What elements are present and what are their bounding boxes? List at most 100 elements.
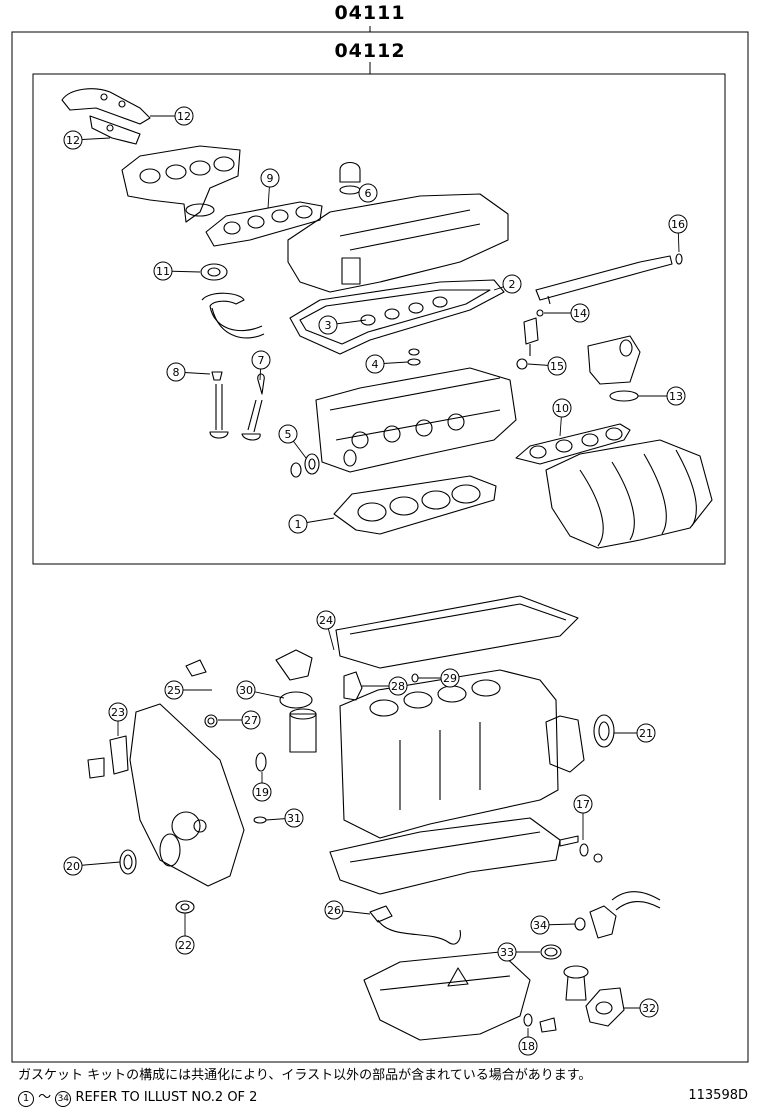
crank-front-seal-part (119, 849, 137, 875)
cylinder-head-part (315, 367, 517, 473)
callout-number: 19 (255, 786, 269, 799)
callout-c28: 28 (388, 676, 408, 696)
head-cover-gasket-part (289, 279, 505, 355)
callout-c34: 34 (530, 915, 550, 935)
callout-number: 10 (555, 402, 569, 415)
callout-circle (518, 1036, 538, 1056)
callout-circle (278, 424, 298, 444)
refer-text: REFER TO ILLUST NO.2 OF 2 (75, 1090, 258, 1105)
callout-c23: 23 (108, 702, 128, 722)
callout-circle (63, 856, 83, 876)
callout-number: 2 (509, 278, 516, 291)
valve-part (241, 373, 265, 441)
callout-number: 7 (258, 354, 265, 367)
callout-circle (358, 183, 378, 203)
oil-pan-upper-part (329, 817, 561, 895)
callout-c3: 3 (318, 315, 338, 335)
callout-circle (668, 214, 688, 234)
pcv-valve-part (523, 309, 544, 356)
oil-filler-cap-part (339, 161, 361, 195)
callout-circle (260, 168, 280, 188)
callout-c32: 32 (639, 998, 659, 1018)
callout-number: 31 (287, 812, 301, 825)
thermostat-gasket-part (540, 944, 562, 960)
callout-c1: 1 (288, 514, 308, 534)
water-pump-part (275, 649, 317, 753)
callout-circle (153, 261, 173, 281)
callout-number: 17 (576, 798, 590, 811)
oil-pressure-sensor-part (185, 659, 212, 691)
callout-c21: 21 (636, 723, 656, 743)
callout-number: 27 (244, 714, 258, 727)
callout-c6: 6 (358, 183, 378, 203)
callout-number: 18 (521, 1040, 535, 1053)
range-end: 34 (57, 1094, 70, 1104)
callout-circle (636, 723, 656, 743)
callout-circle (530, 915, 550, 935)
exhaust-manifold-gasket-part (205, 201, 323, 247)
callout-number: 11 (156, 265, 170, 278)
o-ring-19-part (255, 752, 267, 772)
oil-strainer-part (369, 905, 461, 945)
callout-c2: 2 (502, 274, 522, 294)
callout-number: 16 (671, 218, 685, 231)
callout-circle (63, 130, 83, 150)
spark-plug-tube-gasket-part (360, 296, 448, 326)
callout-c10: 10 (552, 398, 572, 418)
callout-c27: 27 (241, 710, 261, 730)
callout-number: 8 (173, 366, 180, 379)
thermostat-part (563, 965, 589, 1001)
callout-c18: 18 (518, 1036, 538, 1056)
callout-circle (252, 782, 272, 802)
callout-circle (324, 900, 344, 920)
water-inlet-gasket-part (343, 671, 363, 701)
callout-c9: 9 (260, 168, 280, 188)
callout-number: 9 (267, 172, 274, 185)
callout-circle (388, 676, 408, 696)
drain-plug-gasket-part (175, 900, 195, 914)
figure-code: 113598D (688, 1088, 748, 1103)
callout-c4: 4 (365, 354, 385, 374)
callout-circle (166, 362, 186, 382)
callout-c26: 26 (324, 900, 344, 920)
callout-number: 3 (325, 319, 332, 332)
callout-number: 14 (573, 307, 587, 320)
callout-number: 29 (443, 672, 457, 685)
callout-number: 26 (327, 904, 341, 917)
callout-number: 30 (239, 684, 253, 697)
valve-stem-seal-part (209, 371, 229, 439)
callout-number: 22 (178, 939, 192, 952)
callout-c17: 17 (573, 794, 593, 814)
callout-number: 25 (167, 684, 181, 697)
callout-circle (175, 935, 195, 955)
callout-number: 20 (66, 860, 80, 873)
callout-circle (497, 942, 517, 962)
camshaft-oil-seal-part (290, 453, 320, 478)
callout-circle (164, 680, 184, 700)
rear-oil-seal-part (545, 714, 615, 773)
small-seal-part (407, 348, 421, 366)
water-outlet-part (587, 335, 641, 385)
callout-circle (108, 702, 128, 722)
callout-circle (573, 794, 593, 814)
cylinder-head-gasket-part (333, 475, 497, 535)
intake-manifold-part (545, 439, 713, 549)
leader-lines (72, 115, 680, 1046)
callout-c30: 30 (236, 680, 256, 700)
callout-circle (570, 303, 590, 323)
cylinder-block-part (339, 669, 559, 839)
callout-c7: 7 (251, 350, 271, 370)
intake-manifold-gasket-part (515, 423, 631, 465)
exhaust-heat-insulator-part (61, 88, 151, 145)
callout-number: 24 (319, 614, 333, 627)
callout-c14: 14 (570, 303, 590, 323)
water-inlet-part (574, 891, 661, 939)
callout-circle (639, 998, 659, 1018)
gasket-23-part (87, 735, 129, 779)
dipstick-guide-part (535, 253, 683, 305)
lower-cover-part (335, 595, 579, 669)
oil-pan-lower-part (363, 951, 531, 1041)
callout-number: 23 (111, 706, 125, 719)
